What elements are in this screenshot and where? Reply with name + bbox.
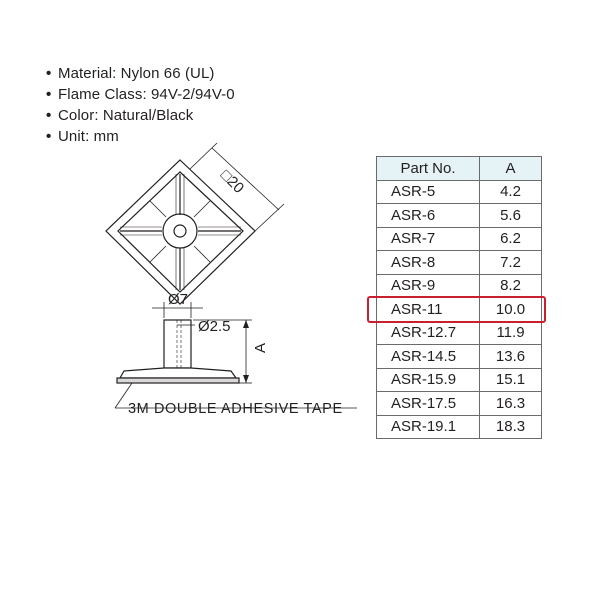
dim-dia-2-5: Ø2.5: [198, 318, 231, 335]
spec-item: • Unit: mm: [46, 126, 235, 147]
spec-text: Material: Nylon 66 (UL): [58, 65, 215, 82]
cell-part: ASR-14.5: [376, 344, 480, 369]
bullet: •: [46, 107, 52, 124]
cell-part: ASR-5: [376, 179, 480, 204]
cell-part: ASR-9: [376, 273, 480, 298]
outer-square: [105, 159, 256, 305]
base: [118, 367, 238, 379]
post: [163, 319, 192, 369]
bullet: •: [46, 128, 52, 145]
cell-part: ASR-6: [376, 203, 480, 228]
cell-a: 7.2: [479, 250, 542, 275]
spec-list: • Material: Nylon 66 (UL) • Flame Class: 9…: [46, 63, 235, 147]
adhesive-tape: [116, 377, 240, 384]
cell-a: 10.0: [479, 297, 542, 322]
highlight-box-asr-11: [367, 296, 546, 323]
bullet: •: [46, 65, 52, 82]
side-view: [114, 302, 357, 409]
inner-square: [117, 171, 244, 293]
dim-square-20: □20: [217, 167, 247, 197]
cell-a: 18.3: [479, 414, 542, 439]
cell-a: 16.3: [479, 391, 542, 416]
spec-text: Flame Class: 94V-2/94V-0: [58, 86, 235, 103]
spec-text: Color: Natural/Black: [58, 107, 194, 124]
cell-a: 15.1: [479, 367, 542, 392]
cell-a: 11.9: [479, 320, 542, 345]
cell-a: 4.2: [479, 179, 542, 204]
tape-label: 3M DOUBLE ADHESIVE TAPE: [128, 401, 343, 417]
cell-part: ASR-7: [376, 226, 480, 251]
cell-part: ASR-15.9: [376, 367, 480, 392]
cell-a: 6.2: [479, 226, 542, 251]
cell-part: ASR-17.5: [376, 391, 480, 416]
cell-part: ASR-12.7: [376, 320, 480, 345]
header-a: A: [479, 156, 542, 181]
bullet: •: [46, 86, 52, 103]
spec-text: Unit: mm: [58, 128, 119, 145]
cell-part: ASR-19.1: [376, 414, 480, 439]
spec-item: • Material: Nylon 66 (UL): [46, 63, 235, 84]
spec-item: • Flame Class: 94V-2/94V-0: [46, 84, 235, 105]
cell-a: 8.2: [479, 273, 542, 298]
cell-a: 5.6: [479, 203, 542, 228]
cell-a: 13.6: [479, 344, 542, 369]
top-view: [105, 142, 285, 305]
cell-part: ASR-8: [376, 250, 480, 275]
table-header-row: Part No. A: [376, 156, 542, 181]
cell-part: ASR-11: [376, 297, 480, 322]
dim-height-a: A: [252, 343, 269, 353]
header-part-no: Part No.: [376, 156, 480, 181]
dim-dia-7: Ø7: [168, 291, 188, 308]
spec-item: • Color: Natural/Black: [46, 105, 235, 126]
